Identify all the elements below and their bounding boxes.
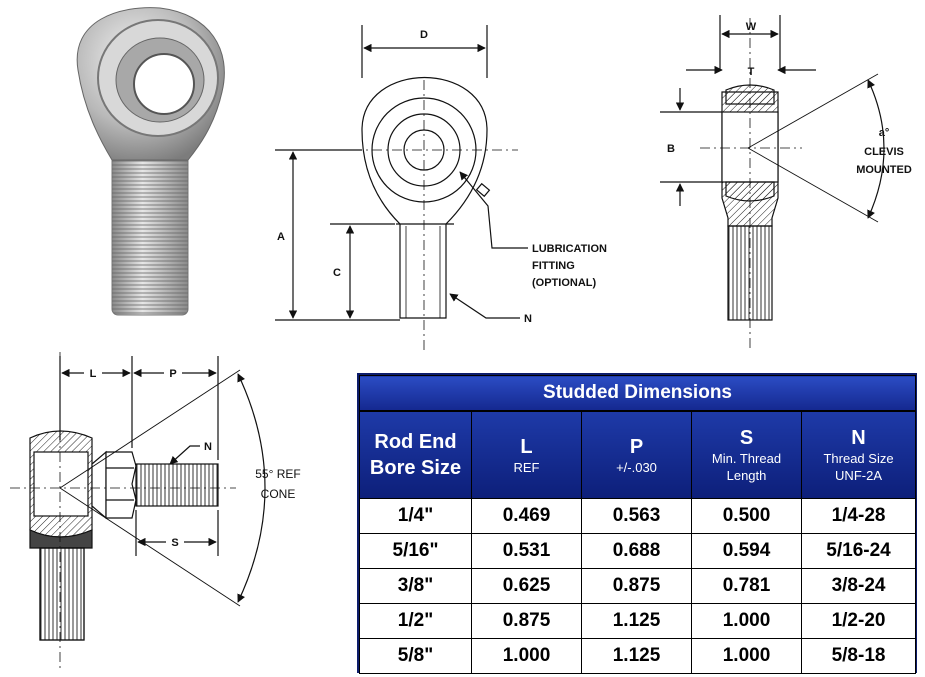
cell-s: 1.000 (691, 638, 802, 674)
dimensions-grid: Studded Dimensions Rod End Bore Size L R… (358, 375, 917, 674)
cell-l: 0.625 (471, 568, 582, 604)
studded-view-drawing (10, 352, 266, 670)
dim-label-t: T (748, 66, 755, 78)
label-bg-s (166, 534, 184, 550)
cell-s: 0.781 (691, 568, 802, 604)
dim-label-n-top: N (524, 313, 532, 325)
header-p: P +/-.030 (581, 410, 692, 499)
dim-label-p: P (169, 368, 176, 380)
lubrication-label-2: FITTING (532, 260, 575, 272)
cell-l: 1.000 (471, 638, 582, 674)
cone-label-2: CONE (261, 487, 296, 501)
lubrication-label-3: (OPTIONAL) (532, 277, 596, 289)
header-bore-size: Rod End Bore Size (359, 410, 472, 499)
header-l-main: L (520, 435, 533, 458)
rod-end-photo (76, 7, 225, 316)
dim-label-a: A (277, 231, 285, 243)
lubrication-label-1: LUBRICATION (532, 243, 607, 255)
cell-n: 5/8-18 (800, 638, 917, 674)
cell-p: 0.563 (581, 498, 692, 534)
dim-label-b: B (667, 143, 675, 155)
header-n-sub2: UNF-2A (835, 468, 882, 483)
cell-bore-size: 5/16" (359, 533, 472, 569)
header-bore-size-main: Rod End (374, 431, 457, 453)
dim-label-d: D (420, 29, 428, 41)
table-row: 3/8" 0.625 0.875 0.781 3/8-24 (359, 568, 917, 604)
header-s-sub2: Length (726, 468, 767, 483)
cone-label-1: 55° REF (255, 467, 300, 481)
header-n: N Thread Size UNF-2A (800, 410, 917, 499)
cell-bore-size: 3/8" (359, 568, 472, 604)
cell-p: 1.125 (581, 638, 692, 674)
cell-bore-size: 1/2" (359, 603, 472, 639)
dim-label-c: C (333, 267, 341, 279)
side-section-drawing (660, 15, 885, 350)
cell-n: 1/4-28 (800, 498, 917, 534)
header-bore-size-sub: Bore Size (369, 457, 462, 479)
table-header-row: Rod End Bore Size L REF P +/-.030 S Min.… (359, 410, 917, 499)
cell-p: 0.688 (581, 533, 692, 569)
dim-label-s: S (171, 537, 178, 549)
header-l: L REF (471, 410, 582, 499)
header-l-sub: REF (513, 459, 540, 475)
cell-n: 1/2-20 (800, 603, 917, 639)
table-row: 1/2" 0.875 1.125 1.000 1/2-20 (359, 603, 917, 639)
cell-s: 0.500 (691, 498, 802, 534)
header-s-sub: Min. Thread (711, 451, 782, 466)
clevis-label-2: MOUNTED (856, 164, 912, 176)
cell-bore-size: 5/8" (359, 638, 472, 674)
header-p-sub: +/-.030 (616, 459, 657, 475)
header-p-main: P (629, 435, 644, 458)
header-n-sub: Thread Size (823, 451, 894, 466)
studded-dimensions-table: Studded Dimensions Rod End Bore Size L R… (357, 373, 917, 674)
cell-p: 1.125 (581, 603, 692, 639)
cell-n: 3/8-24 (800, 568, 917, 604)
label-bg-p (164, 364, 182, 380)
cell-s: 1.000 (691, 603, 802, 639)
header-s: S Min. Thread Length (691, 410, 802, 499)
header-s-main: S (739, 427, 754, 449)
header-n-main: N (851, 427, 866, 449)
dim-label-w: W (746, 21, 757, 33)
cell-s: 0.594 (691, 533, 802, 569)
dim-label-n-side: N (204, 441, 212, 453)
table-row: 5/8" 1.000 1.125 1.000 5/8-18 (359, 638, 917, 674)
clevis-label-1: CLEVIS (864, 146, 904, 158)
table-row: 1/4" 0.469 0.563 0.500 1/4-28 (359, 498, 917, 534)
cell-l: 0.531 (471, 533, 582, 569)
cell-l: 0.469 (471, 498, 582, 534)
clevis-angle-label: a° (879, 127, 890, 139)
table-row: 5/16" 0.531 0.688 0.594 5/16-24 (359, 533, 917, 569)
dim-label-l: L (90, 368, 97, 380)
cell-bore-size: 1/4" (359, 498, 472, 534)
cell-l: 0.875 (471, 603, 582, 639)
cell-n: 5/16-24 (800, 533, 917, 569)
cell-p: 0.875 (581, 568, 692, 604)
front-view-drawing (275, 25, 528, 350)
label-bg-l (84, 364, 102, 380)
table-title: Studded Dimensions (358, 375, 917, 412)
